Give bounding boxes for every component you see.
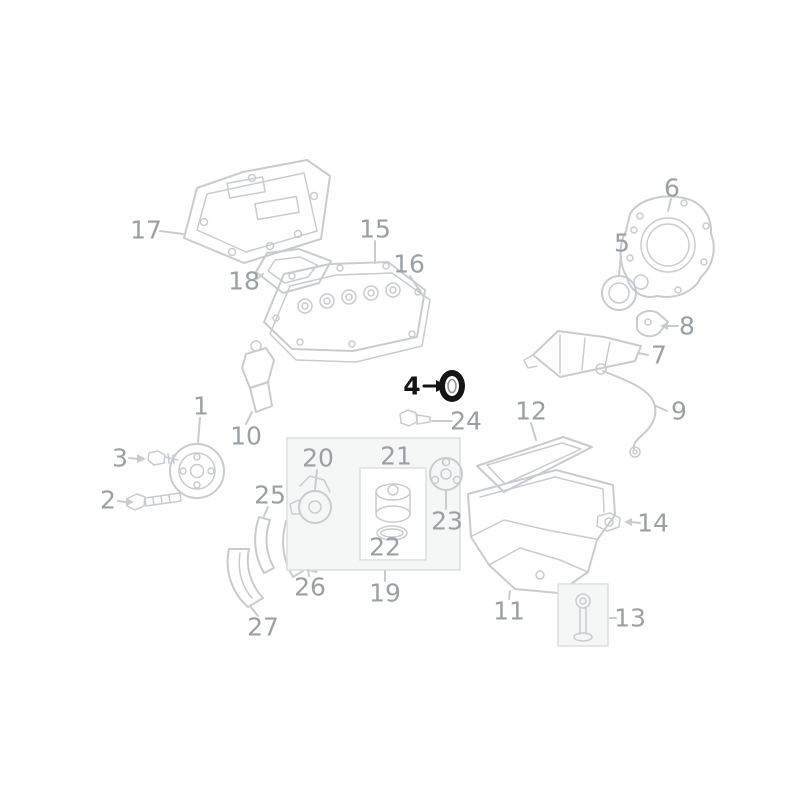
part-16-head-cover-gasket-drawing <box>269 272 431 363</box>
part-27-tensioner-rail-drawing <box>226 548 264 608</box>
part-number-20: 20 <box>302 443 334 473</box>
part-1-pulley-drawing <box>169 443 225 499</box>
part-12-oil-pan-gasket-drawing <box>476 436 593 493</box>
part-number-3: 3 <box>112 443 128 473</box>
part-number-8: 8 <box>679 311 695 341</box>
part-17-valve-cover-drawing <box>183 159 331 264</box>
part-number-18: 18 <box>228 266 260 296</box>
part-14-drain-plug-drawing <box>596 512 621 532</box>
part-5-seal-drawing <box>601 275 637 311</box>
part-24-plug-drawing <box>399 409 431 427</box>
part-22-o-ring-drawing <box>376 525 408 541</box>
part-15-cylinder-head-cover-drawing <box>263 261 426 352</box>
part-number-6: 6 <box>664 173 680 203</box>
part-number-9: 9 <box>671 396 687 426</box>
part-7-cover-plate-drawing <box>523 330 642 378</box>
part-number-17: 17 <box>130 215 162 245</box>
part-number-27: 27 <box>247 612 279 642</box>
part-number-13: 13 <box>614 603 646 633</box>
part-number-24: 24 <box>450 406 482 436</box>
part-number-21: 21 <box>380 441 412 471</box>
part-10-solenoid-drawing <box>241 340 275 413</box>
part-number-26: 26 <box>294 572 326 602</box>
part-21-filter-box-drawing <box>359 467 427 561</box>
part-number-19: 19 <box>369 578 401 608</box>
part-number-11: 11 <box>493 596 525 626</box>
part-8-bracket-drawing <box>636 309 669 338</box>
part-4-seal-highlighted-drawing <box>422 370 465 402</box>
part-11-oil-pan-drawing <box>467 469 616 594</box>
part-number-2: 2 <box>100 485 116 515</box>
part-2-bolt-drawing <box>126 492 182 511</box>
part-number-10: 10 <box>230 421 262 451</box>
part-18-gasket-drawing <box>255 248 332 294</box>
part-number-23: 23 <box>431 506 463 536</box>
part-13-boxed-plug-drawing <box>557 583 609 647</box>
part-number-1: 1 <box>193 391 209 421</box>
part-number-7: 7 <box>651 340 667 370</box>
part-9-dipstick-tube-drawing <box>595 363 657 458</box>
part-number-4-highlighted: 4 <box>403 371 421 401</box>
part-number-25: 25 <box>254 480 286 510</box>
part-3-bolt-drawing <box>147 450 179 466</box>
part-number-22: 22 <box>369 532 401 562</box>
part-number-16: 16 <box>393 249 425 279</box>
part-number-14: 14 <box>637 508 669 538</box>
part-number-12: 12 <box>515 396 547 426</box>
part-number-15: 15 <box>359 214 391 244</box>
part-number-5: 5 <box>614 228 630 258</box>
leader-lines <box>117 198 679 619</box>
